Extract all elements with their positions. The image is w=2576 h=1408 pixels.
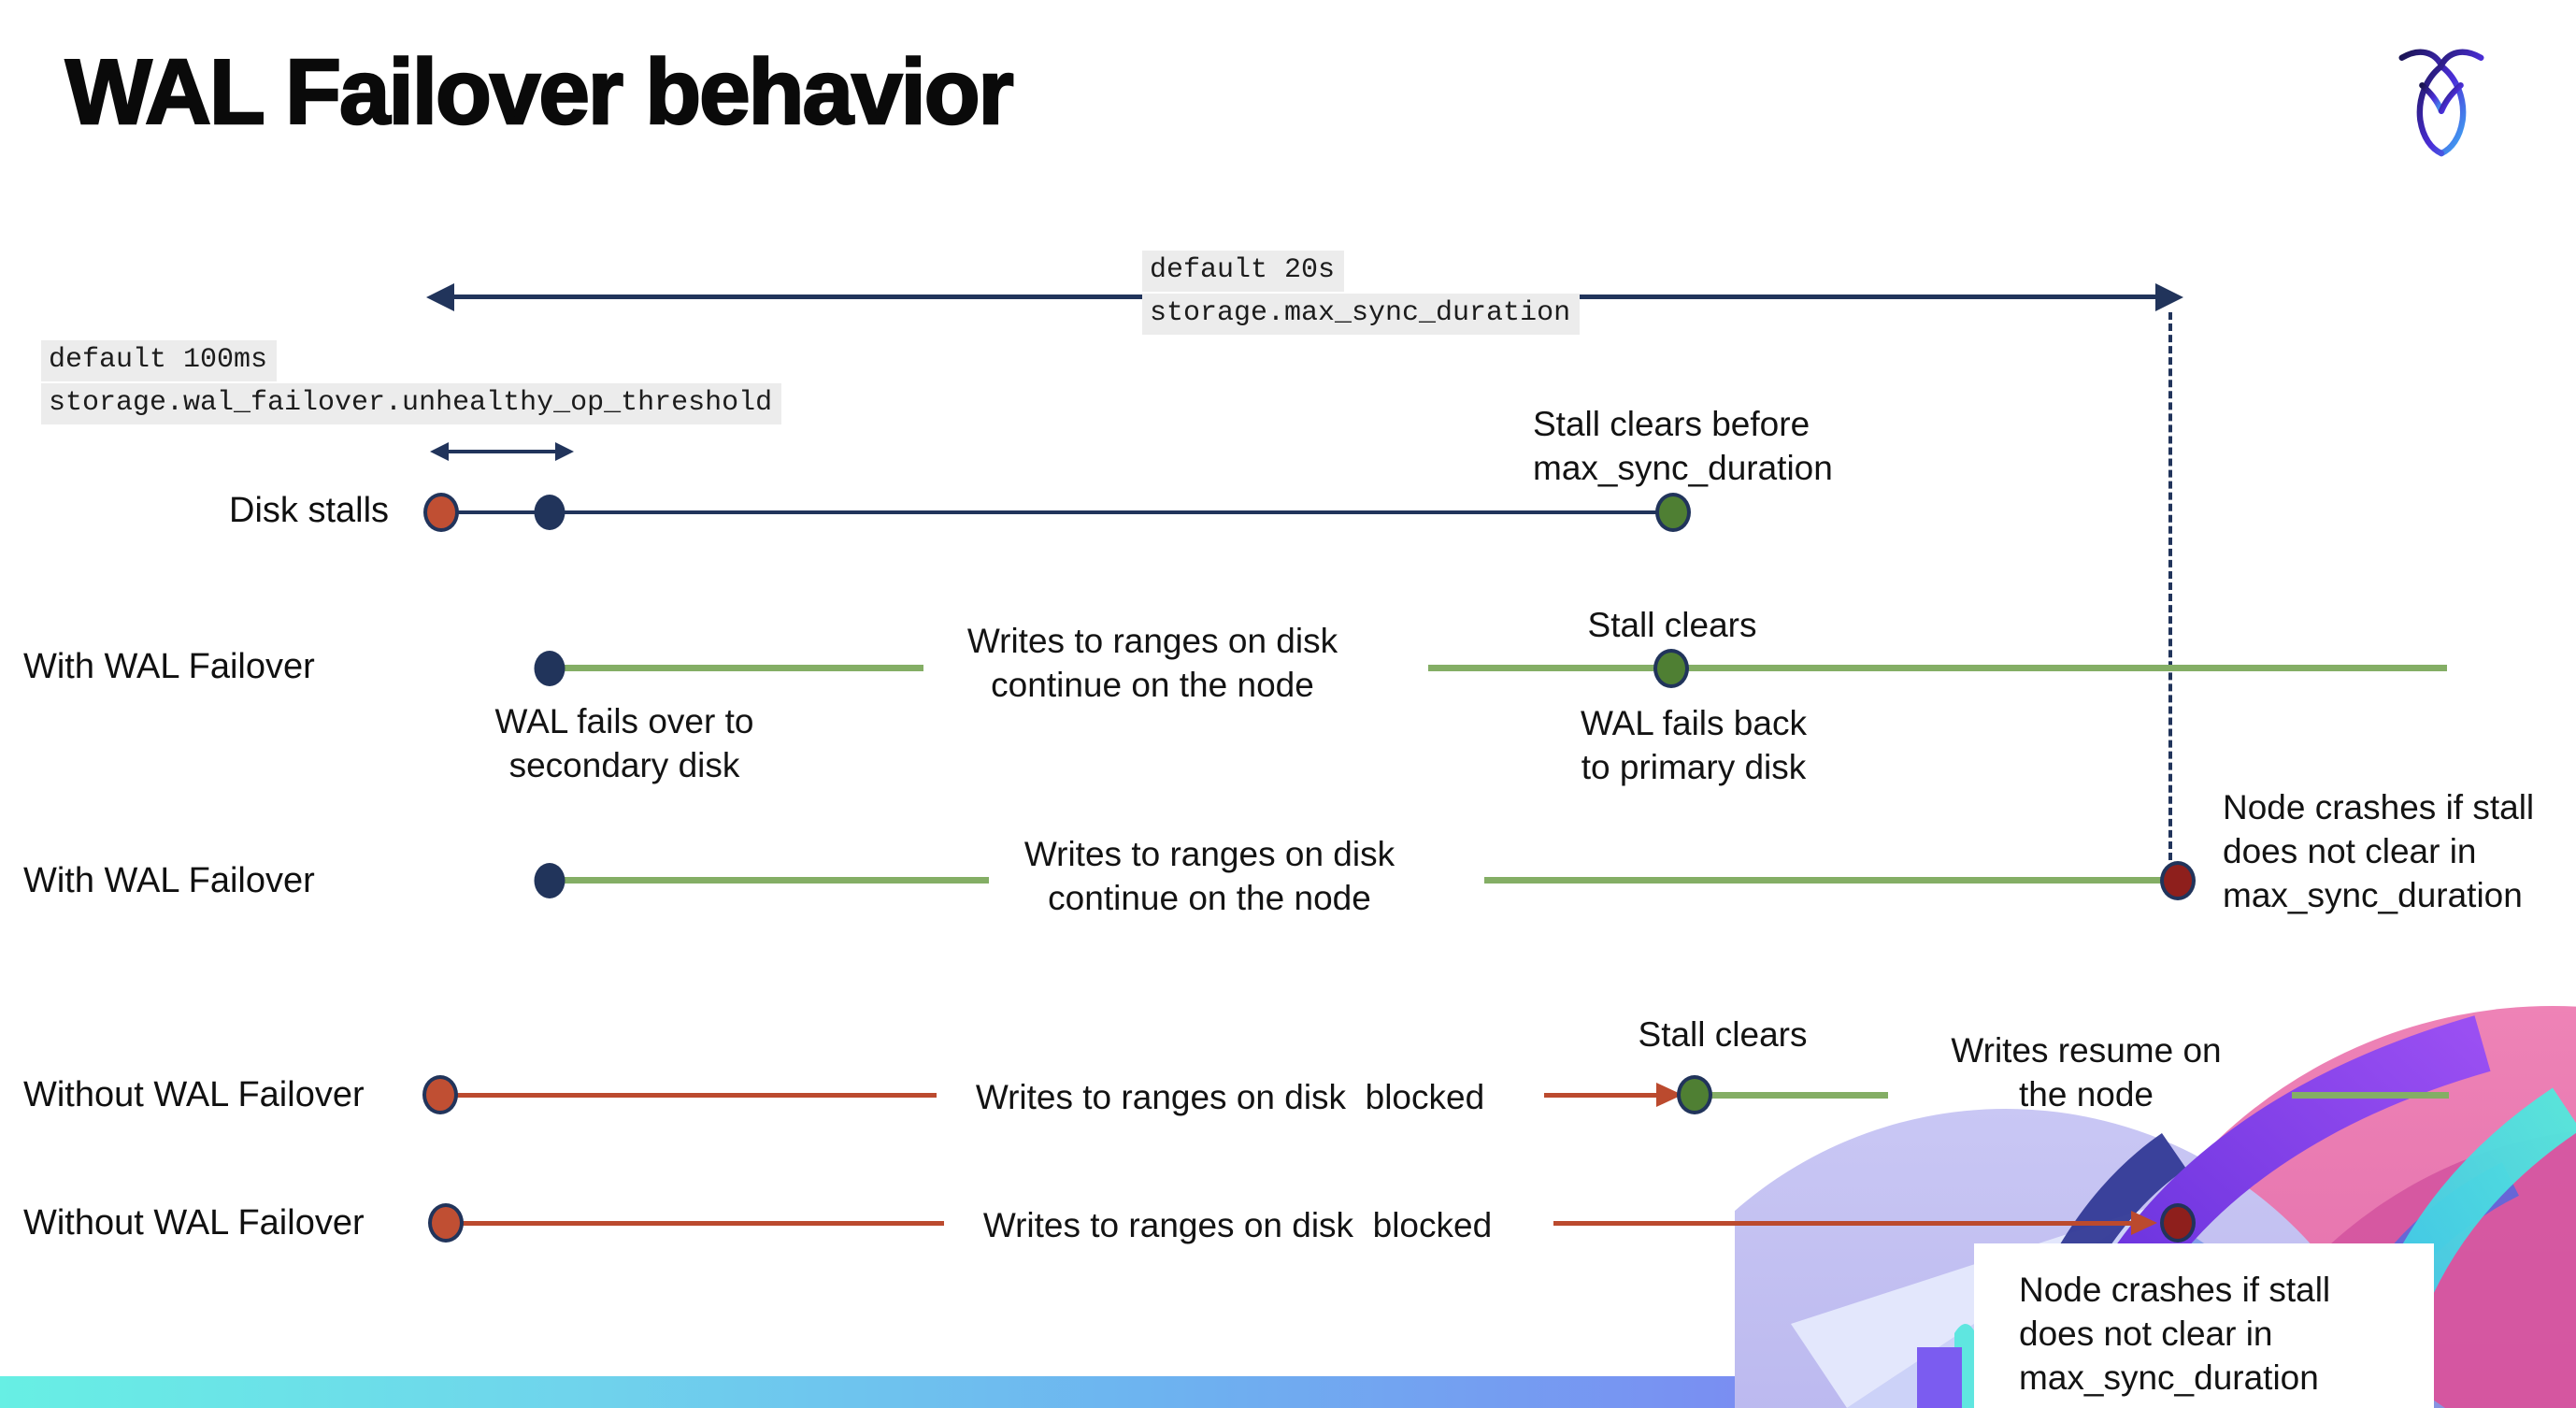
threshold-setting-name: storage.wal_failover.unhealthy_op_thresh…	[41, 383, 782, 424]
failover-dot-2	[534, 863, 565, 898]
threshold-dot	[534, 495, 565, 530]
max-sync-deadline-dashed-line	[2168, 312, 2172, 860]
page-title: WAL Failover behavior	[64, 39, 1015, 145]
node-crashes-callout-box: Node crashes if stall does not clear in …	[1974, 1243, 2434, 1408]
writes-blocked-annotation-1: Writes to ranges on disk blocked	[975, 1078, 1485, 1116]
writes-blocked-line-2a	[463, 1221, 944, 1226]
threshold-arrowhead-right-icon	[555, 442, 574, 461]
stall-clears-before-annotation: Stall clears before max_sync_duration	[1533, 405, 1833, 487]
blocked-arrowhead-icon-2	[2131, 1211, 2157, 1235]
row-label-without-wal-failover-1: Without WAL Failover	[23, 1075, 365, 1114]
writes-resume-annotation: Writes resume on the node	[1951, 1031, 2222, 1113]
stall-start-dot-2	[422, 1075, 458, 1114]
writes-resume-line-b	[2292, 1092, 2449, 1099]
row-label-without-wal-failover-2: Without WAL Failover	[23, 1203, 365, 1243]
stall-clears-dot-3	[1677, 1075, 1712, 1114]
writes-blocked-line-2b	[1553, 1221, 2131, 1226]
max-sync-setting-name: storage.max_sync_duration	[1142, 294, 1581, 335]
writes-blocked-line-b	[1544, 1093, 1660, 1098]
stall-clears-dot-2	[1653, 649, 1689, 688]
row-label-with-wal-failover-1: With WAL Failover	[23, 647, 315, 686]
arrowhead-left-icon	[426, 283, 454, 311]
writes-continue-line-b	[1428, 665, 2447, 671]
stall-clears-annotation-2: Stall clears	[1638, 1015, 1808, 1054]
threshold-arrowhead-left-icon	[430, 442, 449, 461]
wal-fails-over-annotation: WAL fails over to secondary disk	[494, 702, 754, 784]
stall-clears-annotation-1: Stall clears	[1587, 606, 1757, 644]
threshold-span-line	[441, 450, 555, 453]
writes-blocked-annotation-2: Writes to ranges on disk blocked	[982, 1206, 1493, 1244]
unhealthy-op-threshold-label: default 100ms storage.wal_failover.unhea…	[41, 340, 782, 424]
writes-continue-line-a	[565, 665, 923, 671]
row-label-disk-stalls: Disk stalls	[229, 491, 390, 530]
max-sync-duration-label: default 20s storage.max_sync_duration	[1142, 251, 1581, 335]
cockroachdb-logo-icon	[2393, 43, 2490, 157]
stall-clears-dot	[1655, 493, 1691, 532]
writes-blocked-line-a	[457, 1093, 937, 1098]
wal-fails-back-annotation: WAL fails back to primary disk	[1581, 704, 1807, 786]
node-crash-dot-2	[2160, 1203, 2196, 1243]
writes-continue-line-2a	[565, 877, 989, 884]
node-crash-dot-1	[2160, 861, 2196, 900]
threshold-default-label: default 100ms	[41, 340, 278, 381]
row-label-with-wal-failover-2: With WAL Failover	[23, 861, 315, 900]
arrowhead-right-icon	[2155, 283, 2183, 311]
writes-continue-annotation-2: Writes to ranges on disk continue on the…	[1023, 835, 1395, 917]
failover-dot	[534, 651, 565, 686]
writes-continue-line-2b	[1484, 877, 2163, 884]
node-crashes-annotation-1: Node crashes if stall does not clear in …	[2223, 788, 2535, 914]
max-sync-default-label: default 20s	[1142, 251, 1345, 292]
disk-stall-timeline	[441, 510, 1673, 514]
node-crashes-annotation-2: Node crashes if stall does not clear in …	[2019, 1271, 2331, 1397]
writes-continue-annotation: Writes to ranges on disk continue on the…	[966, 622, 1338, 704]
writes-resume-line-a	[1711, 1092, 1888, 1099]
stall-start-dot	[423, 493, 459, 532]
stall-start-dot-3	[428, 1203, 464, 1243]
